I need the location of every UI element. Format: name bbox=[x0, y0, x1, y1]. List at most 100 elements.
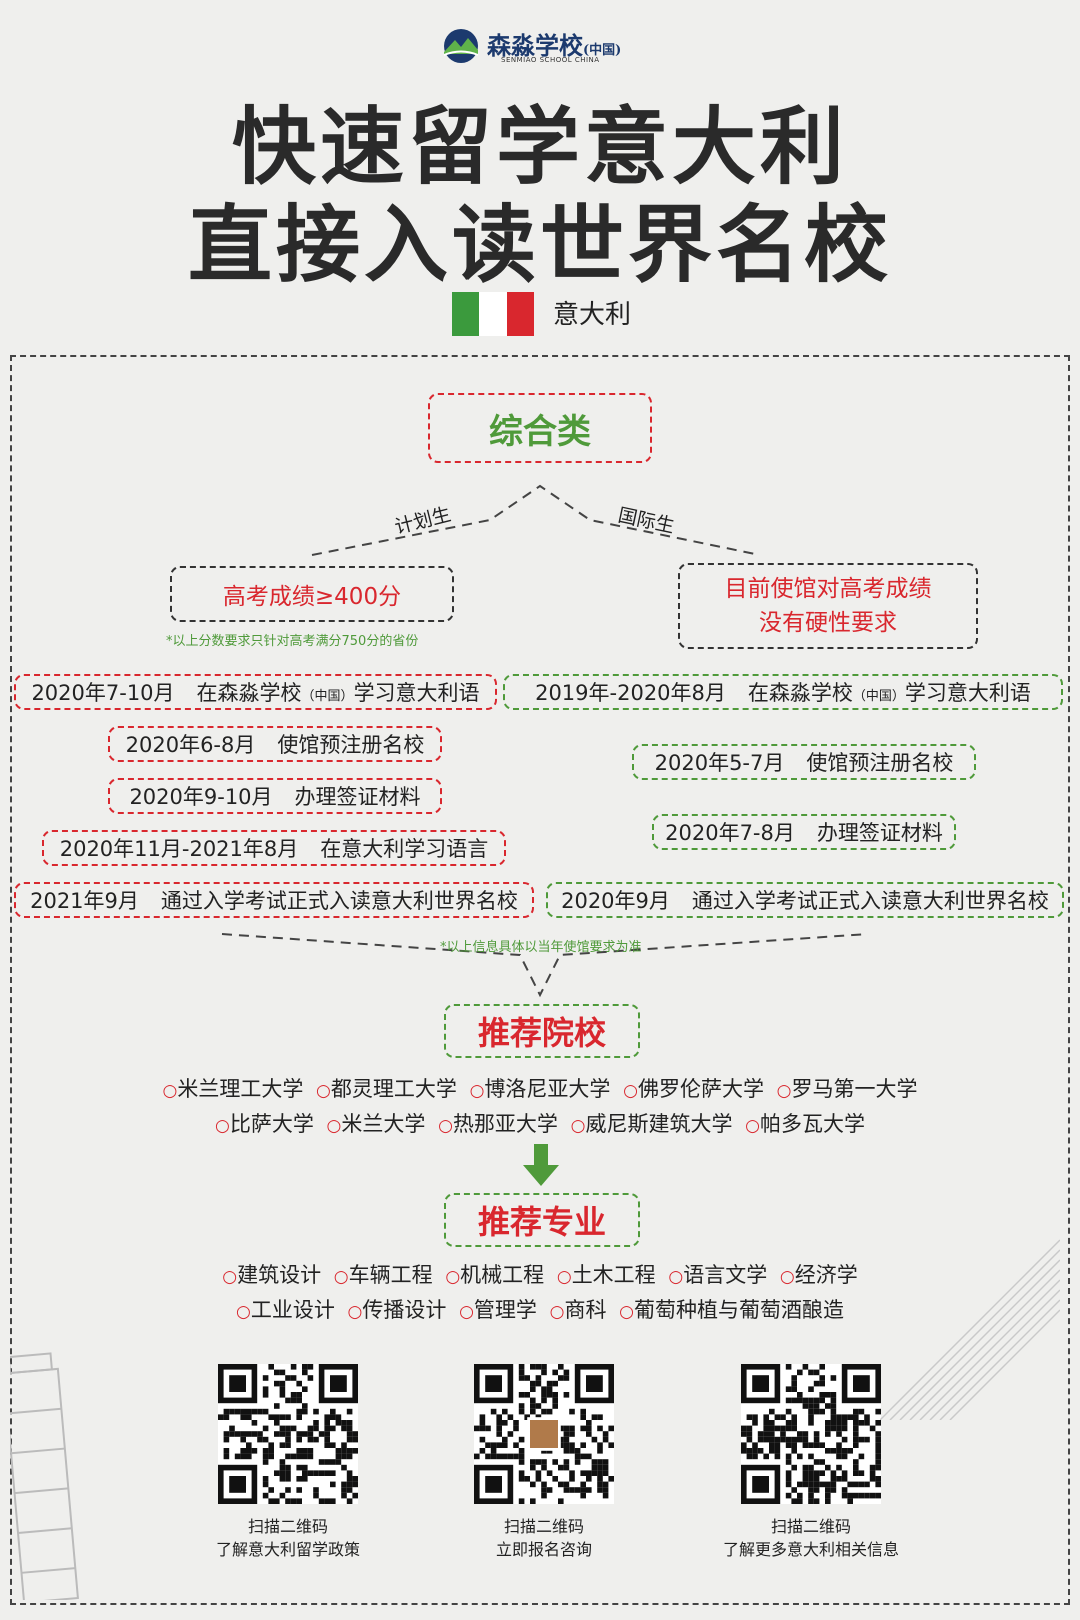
left-step-3: 2020年9-10月 办理签证材料 bbox=[108, 778, 442, 814]
logo-name: 森淼学校 bbox=[487, 31, 583, 60]
bullet-icon: ○ bbox=[459, 1302, 474, 1322]
school-item: ○都灵理工大学 bbox=[316, 1077, 457, 1101]
left-step-4-desc: 在意大利学习语言 bbox=[320, 837, 489, 861]
left-step-5-desc: 通过入学考试正式入读意大利世界名校 bbox=[160, 889, 518, 913]
bullet-icon: ○ bbox=[619, 1302, 634, 1322]
right-step-2-desc: 使馆预注册名校 bbox=[806, 751, 954, 775]
logo-subtitle: SENMIAO SCHOOL CHINA bbox=[501, 56, 600, 64]
major-item: ○语言文学 bbox=[668, 1263, 768, 1287]
bullet-icon: ○ bbox=[316, 1081, 331, 1101]
qr-code-policy[interactable] bbox=[218, 1364, 358, 1504]
bullet-icon: ○ bbox=[333, 1267, 349, 1287]
bullet-icon: ○ bbox=[236, 1302, 251, 1322]
qr-caption-signup: 扫描二维码立即报名咨询 bbox=[495, 1517, 592, 1559]
left-step-3-date: 2020年9-10月 bbox=[129, 785, 273, 809]
title-line-1: 快速留学意大利 bbox=[231, 98, 848, 196]
right-step-3: 2020年7-8月 办理签证材料 bbox=[652, 814, 956, 850]
left-step-5: 2021年9月 通过入学考试正式入读意大利世界名校 bbox=[14, 882, 534, 918]
right-step-1-desc-small: （中国） bbox=[852, 689, 905, 704]
right-step-3-desc: 办理签证材料 bbox=[816, 821, 943, 845]
right-step-4-desc: 通过入学考试正式入读意大利世界名校 bbox=[691, 889, 1049, 913]
qr-code-signup[interactable] bbox=[474, 1364, 614, 1504]
left-step-2-date: 2020年6-8月 bbox=[125, 733, 256, 757]
decorative-hatching bbox=[880, 1239, 1060, 1420]
bullet-icon: ○ bbox=[779, 1267, 795, 1287]
left-step-1-desc-a: 在森淼学校 bbox=[196, 681, 302, 705]
arrow-down-icon bbox=[523, 1144, 559, 1186]
bullet-icon: ○ bbox=[745, 1116, 760, 1136]
major-item: ○商科 bbox=[549, 1298, 607, 1322]
bullet-icon: ○ bbox=[549, 1302, 565, 1322]
right-requirement: 目前使馆对高考成绩 没有硬性要求 bbox=[678, 563, 978, 649]
qr-caption-policy: 扫描二维码了解意大利留学政策 bbox=[215, 1517, 360, 1559]
school-item: ○威尼斯建筑大学 bbox=[570, 1112, 733, 1136]
school-item: ○米兰大学 bbox=[326, 1112, 426, 1136]
right-step-3-date: 2020年7-8月 bbox=[665, 821, 795, 845]
bullet-icon: ○ bbox=[556, 1267, 572, 1287]
bullet-icon: ○ bbox=[215, 1116, 230, 1136]
title-line-2: 直接入读世界名校 bbox=[187, 196, 892, 294]
left-step-1: 2020年7-10月 在森淼学校（中国）学习意大利语 bbox=[14, 674, 497, 710]
right-step-1-desc-b: 学习意大利语 bbox=[904, 681, 1031, 705]
schools-title: 推荐院校 bbox=[444, 1004, 640, 1058]
country-name: 意大利 bbox=[553, 300, 632, 330]
major-item: ○经济学 bbox=[779, 1263, 858, 1287]
right-step-4-date: 2020年9月 bbox=[561, 889, 670, 913]
right-step-1-date: 2019年-2020年8月 bbox=[535, 681, 726, 705]
left-step-1-desc-b: 学习意大利语 bbox=[353, 681, 480, 705]
major-item: ○传播设计 bbox=[347, 1298, 447, 1322]
left-requirement-note: *以上分数要求只针对高考满分750分的省份 bbox=[166, 634, 419, 649]
right-step-2: 2020年5-7月 使馆预注册名校 bbox=[632, 744, 976, 780]
left-step-1-desc-small: （中国） bbox=[301, 689, 354, 704]
major-item: ○管理学 bbox=[459, 1298, 537, 1322]
bullet-icon: ○ bbox=[570, 1116, 586, 1136]
schools-row-1: ○米兰理工大学 ○都灵理工大学 ○博洛尼亚大学 ○佛罗伦萨大学 ○罗马第一大学 bbox=[0, 1073, 1080, 1103]
school-item: ○比萨大学 bbox=[215, 1112, 314, 1136]
bullet-icon: ○ bbox=[222, 1267, 238, 1287]
majors-row-1: ○建筑设计 ○车辆工程 ○机械工程 ○土木工程 ○语言文学 ○经济学 bbox=[0, 1259, 1080, 1289]
right-step-4: 2020年9月 通过入学考试正式入读意大利世界名校 bbox=[546, 882, 1064, 918]
bullet-icon: ○ bbox=[776, 1081, 792, 1101]
left-step-4-date: 2020年11月-2021年8月 bbox=[59, 837, 299, 861]
major-item: ○葡萄种植与葡萄酒酿造 bbox=[619, 1298, 844, 1322]
left-step-2: 2020年6-8月 使馆预注册名校 bbox=[108, 726, 442, 762]
majors-row-2: ○工业设计 ○传播设计 ○管理学 ○商科 ○葡萄种植与葡萄酒酿造 bbox=[0, 1294, 1080, 1324]
majors-title: 推荐专业 bbox=[444, 1193, 640, 1247]
category-label: 综合类 bbox=[428, 393, 652, 463]
logo-mountain-icon bbox=[443, 29, 479, 63]
school-item: ○博洛尼亚大学 bbox=[469, 1077, 611, 1101]
major-item: ○机械工程 bbox=[445, 1263, 545, 1287]
left-step-4: 2020年11月-2021年8月 在意大利学习语言 bbox=[42, 830, 506, 866]
left-step-2-desc: 使馆预注册名校 bbox=[277, 733, 425, 757]
bullet-icon: ○ bbox=[445, 1267, 461, 1287]
school-item: ○热那亚大学 bbox=[438, 1112, 558, 1136]
bullet-icon: ○ bbox=[469, 1081, 485, 1101]
qr-caption-more-info: 扫描二维码了解更多意大利相关信息 bbox=[722, 1517, 899, 1559]
right-step-1-desc-a: 在森淼学校 bbox=[747, 681, 853, 705]
left-step-3-desc: 办理签证材料 bbox=[294, 785, 421, 809]
bullet-icon: ○ bbox=[668, 1267, 684, 1287]
bullet-icon: ○ bbox=[347, 1302, 363, 1322]
bullet-icon: ○ bbox=[438, 1116, 453, 1136]
left-step-5-date: 2021年9月 bbox=[30, 889, 139, 913]
major-item: ○建筑设计 bbox=[222, 1263, 322, 1287]
left-requirement: 高考成绩≥400分 bbox=[170, 566, 454, 622]
schools-row-2: ○比萨大学 ○米兰大学 ○热那亚大学 ○威尼斯建筑大学 ○帕多瓦大学 bbox=[0, 1108, 1080, 1138]
major-item: ○工业设计 bbox=[236, 1298, 335, 1322]
bottom-note: *以上信息具体以当年使馆要求为准 bbox=[440, 940, 642, 955]
school-item: ○罗马第一大学 bbox=[776, 1077, 918, 1101]
bullet-icon: ○ bbox=[162, 1081, 178, 1101]
school-item: ○帕多瓦大学 bbox=[745, 1112, 865, 1136]
qr-code-more-info[interactable] bbox=[741, 1364, 881, 1504]
logo-name-suffix: (中国) bbox=[583, 43, 622, 58]
left-step-1-date: 2020年7-10月 bbox=[31, 681, 175, 705]
right-step-2-date: 2020年5-7月 bbox=[654, 751, 785, 775]
school-item: ○米兰理工大学 bbox=[162, 1077, 304, 1101]
content-frame bbox=[10, 355, 1070, 1605]
bullet-icon: ○ bbox=[623, 1081, 638, 1101]
right-requirement-line-2: 没有硬性要求 bbox=[759, 610, 897, 636]
right-step-1: 2019年-2020年8月 在森淼学校（中国）学习意大利语 bbox=[503, 674, 1063, 710]
major-item: ○车辆工程 bbox=[333, 1263, 433, 1287]
bullet-icon: ○ bbox=[326, 1116, 342, 1136]
